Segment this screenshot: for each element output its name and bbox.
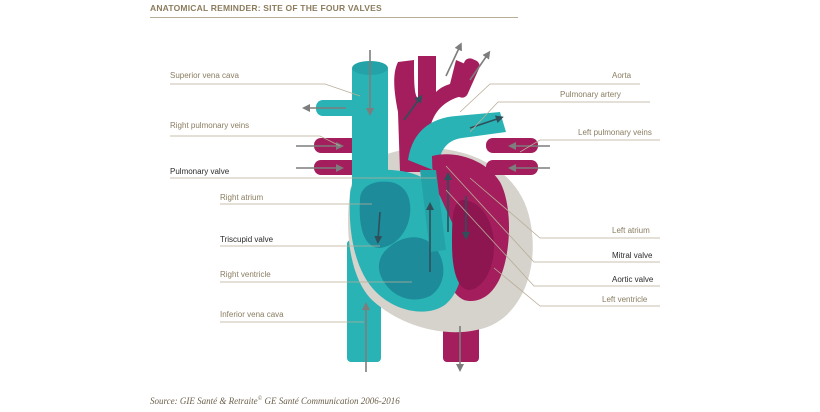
source-text-before: Source: GIE Santé & Retraite bbox=[150, 396, 258, 406]
left-ventricle bbox=[452, 200, 494, 290]
label-inferior-vena-cava: Inferior vena cava bbox=[220, 310, 284, 319]
label-left-pulmonary-veins: Left pulmonary veins bbox=[578, 128, 652, 137]
label-right-ventricle: Right ventricle bbox=[220, 270, 271, 279]
title-divider bbox=[150, 17, 518, 18]
label-mitral-valve: Mitral valve bbox=[612, 251, 653, 260]
label-right-atrium: Right atrium bbox=[220, 193, 264, 202]
right-ventricular-outflow bbox=[420, 170, 446, 252]
source-text-after: GE Santé Communication 2006-2016 bbox=[262, 396, 400, 406]
leader-lines-left bbox=[170, 83, 436, 323]
label-pulmonary-valve: Pulmonary valve bbox=[170, 167, 230, 176]
diagram-title: ANATOMICAL REMINDER: SITE OF THE FOUR VA… bbox=[150, 3, 382, 13]
label-pulmonary-artery: Pulmonary artery bbox=[560, 90, 621, 99]
right-atrium bbox=[359, 181, 411, 248]
arrow-aorta-out-2 bbox=[469, 50, 491, 81]
label-left-ventricle: Left ventricle bbox=[602, 295, 648, 304]
copyright-mark: © bbox=[257, 396, 263, 402]
aortic-branch-right bbox=[452, 58, 480, 98]
arrow-aorta-out-1 bbox=[445, 42, 462, 77]
label-tricuspid-valve: Triscupid valve bbox=[220, 235, 274, 244]
label-aorta: Aorta bbox=[612, 71, 632, 80]
label-left-atrium: Left atrium bbox=[612, 226, 650, 235]
source-credit: Source: GIE Santé & Retraite© GE Santé C… bbox=[150, 396, 400, 406]
label-aortic-valve: Aortic valve bbox=[612, 275, 654, 284]
label-right-pulmonary-veins: Right pulmonary veins bbox=[170, 121, 250, 130]
right-ventricle bbox=[378, 237, 444, 300]
arrow-ra-to-rv bbox=[374, 211, 383, 244]
leader-lines-right bbox=[445, 83, 660, 307]
arrow-aortic-arch bbox=[403, 94, 423, 121]
label-superior-vena-cava: Superior vena cava bbox=[170, 71, 239, 80]
